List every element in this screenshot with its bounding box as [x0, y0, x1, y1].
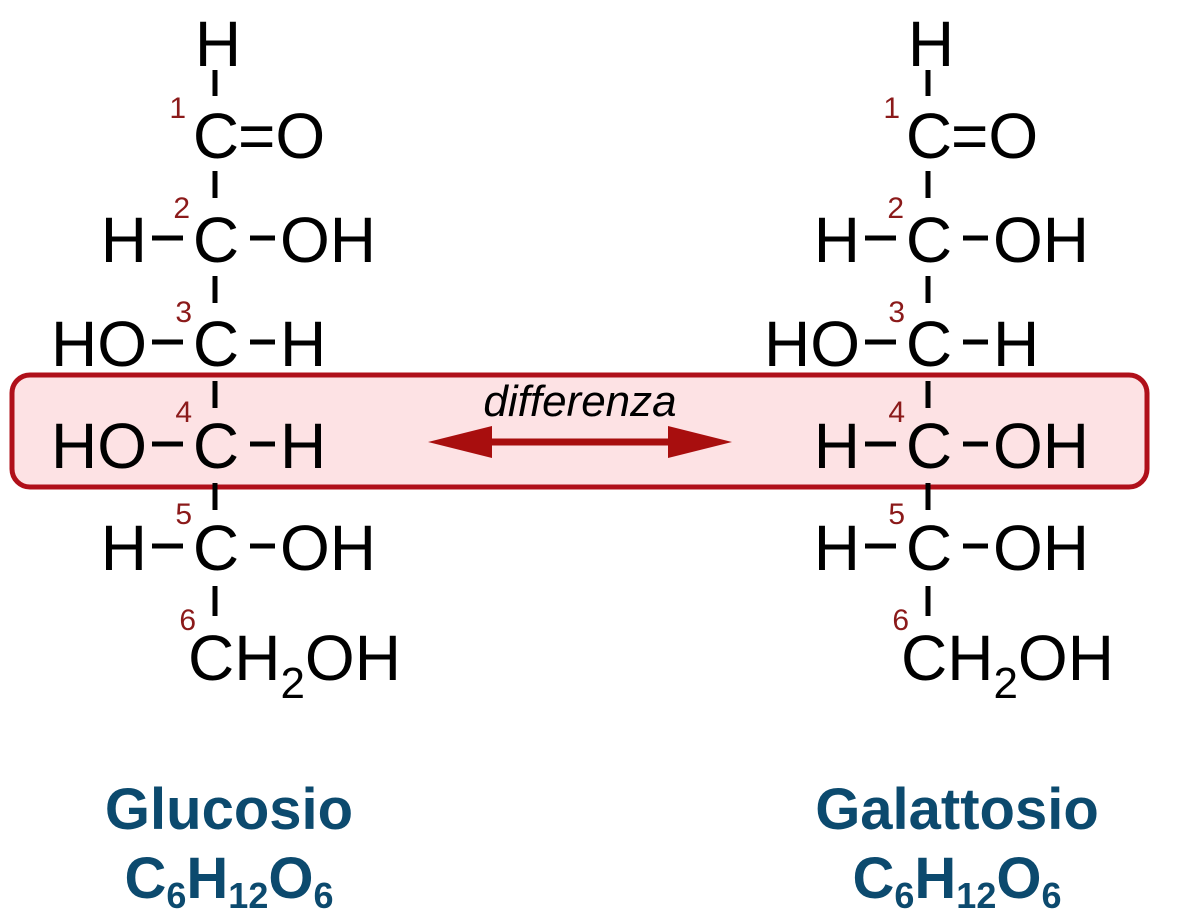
galactose-c2-left: H [814, 204, 860, 276]
glucose-c5: C [193, 512, 239, 584]
glucose-c5-left: H [101, 512, 147, 584]
glucose-c1-oxygen: =O [238, 100, 325, 172]
glucose-c4-left: HO [51, 410, 147, 482]
glucose-c3-number: 3 [175, 296, 192, 329]
glucose-c2-left: H [101, 204, 147, 276]
glucose-top-h: H [195, 8, 241, 80]
galactose-c1-oxygen: =O [951, 100, 1038, 172]
galactose-c5-right: OH [993, 512, 1089, 584]
galactose-c3-right: H [993, 308, 1039, 380]
glucose-c6-number: 6 [179, 604, 196, 637]
galactose-c4: C [906, 410, 952, 482]
galactose-c5-left: H [814, 512, 860, 584]
galactose-c2: C [906, 204, 952, 276]
galactose-c2-number: 2 [887, 192, 904, 225]
glucose-name: Glucosio [105, 777, 353, 842]
glucose-c4-right: H [280, 410, 326, 482]
glucose-formula: C6H12O6 [124, 846, 333, 915]
difference-label: differenza [483, 377, 676, 426]
galactose-structure: H 1 C =O 2 H C OH 3 HO C H 4 H C OH 5 H … [764, 8, 1114, 915]
galactose-c5-number: 5 [888, 498, 905, 531]
galactose-c1: C [906, 100, 952, 172]
galactose-c1-number: 1 [883, 92, 900, 125]
galactose-name: Galattosio [815, 777, 1099, 842]
galactose-c4-number: 4 [888, 396, 905, 429]
galactose-c6-number: 6 [892, 604, 909, 637]
glucose-c1-number: 1 [169, 92, 186, 125]
glucose-c2: C [193, 204, 239, 276]
glucose-c5-right: OH [280, 512, 376, 584]
galactose-c3-number: 3 [888, 296, 905, 329]
galactose-c5: C [906, 512, 952, 584]
galactose-c2-right: OH [993, 204, 1089, 276]
glucose-c3-left: HO [51, 308, 147, 380]
glucose-c2-number: 2 [173, 192, 190, 225]
glucose-c3-right: H [280, 308, 326, 380]
double-arrow [428, 426, 732, 458]
difference-highlight-box [9, 372, 1150, 490]
glucose-c3: C [193, 308, 239, 380]
galactose-c4-left: H [814, 410, 860, 482]
glucose-c5-number: 5 [175, 498, 192, 531]
galactose-c6-group: CH2OH [901, 622, 1114, 708]
glucose-c4-number: 4 [175, 396, 192, 429]
glucose-c2-right: OH [280, 204, 376, 276]
glucose-c4: C [193, 410, 239, 482]
glucose-c6-group: CH2OH [188, 622, 401, 708]
galactose-formula: C6H12O6 [852, 846, 1061, 915]
glucose-c1: C [193, 100, 239, 172]
galactose-c3-left: HO [764, 308, 860, 380]
galactose-c4-right: OH [993, 410, 1089, 482]
galactose-top-h: H [908, 8, 954, 80]
glucose-structure: H 1 C =O 2 H C OH 3 HO C H 4 HO C H 5 H … [51, 8, 401, 915]
galactose-c3: C [906, 308, 952, 380]
